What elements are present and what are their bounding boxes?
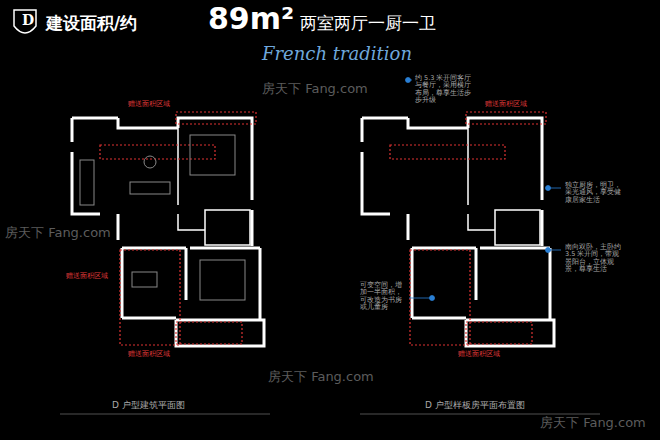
bonus-area-label: 赠送面积区域 [128,100,170,108]
watermark: 房天下 Fang.com [262,82,368,97]
badge-shield: D [12,8,44,38]
callout-leaders [406,78,562,301]
callout-note: 南向双卧，主卧约 3.5 米开间，带观景阳台，立体观景，尊享生活 [565,244,625,274]
callout-note: 独立厨房，明卫，采光通风，享受健康居家生活 [565,182,625,204]
caption-rules [60,414,600,415]
bonus-area-label: 赠送面积区域 [128,350,170,358]
watermark: 房天下 Fang.com [5,226,111,241]
plan-caption: D 户型建筑平面图 [112,400,185,410]
watermark: 房天下 Fang.com [540,416,646,431]
area-number: 89m² [208,2,294,37]
bonus-area-label: 赠送面积区域 [66,272,108,280]
subtitle: French tradition [262,44,412,65]
bonus-area-label: 赠送面积区域 [485,100,527,108]
callout-note: 约 5.3 米开间客厅与餐厅，采用横厅布局，尊享生活步步升级 [415,75,477,105]
callout-note: 可变空间，增加一半面积，可改造为书房或儿童房 [360,282,406,312]
bonus-area-label: 赠送面积区域 [458,350,500,358]
plan-caption: D 户型样板房平面布置图 [425,400,525,410]
badge-letter: D [12,8,44,28]
watermark: 房天下 Fang.com [268,370,374,385]
layout-type: 两室两厅一厨一卫 [300,14,436,34]
title: 建设面积/约 [46,14,137,34]
plan-walls [362,112,554,346]
